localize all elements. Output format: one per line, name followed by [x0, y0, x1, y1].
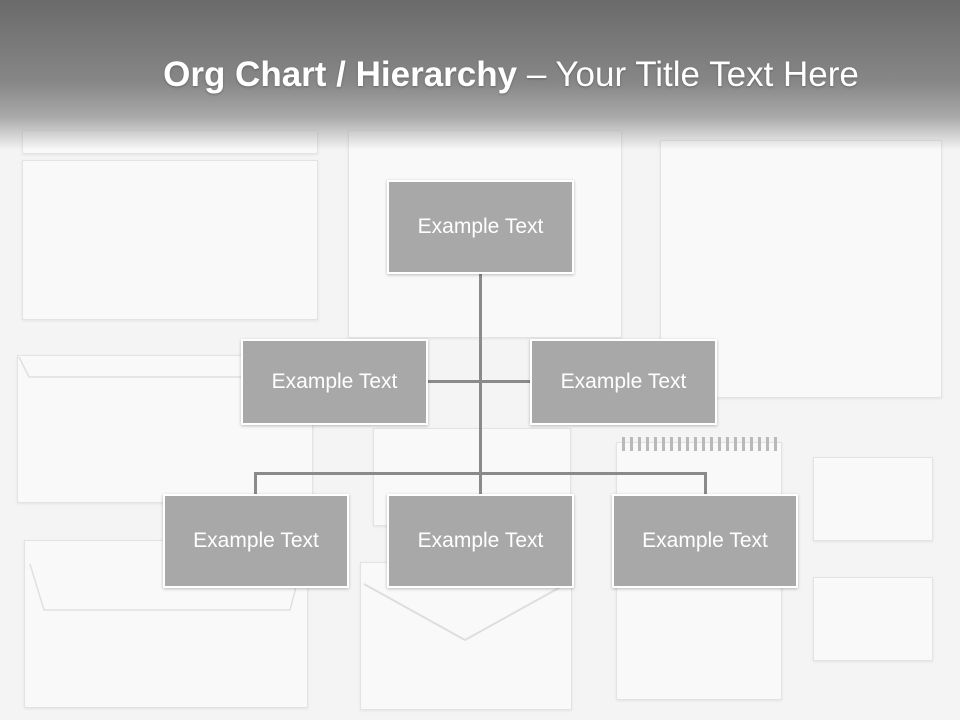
title-bold: Org Chart / Hierarchy — [163, 55, 518, 94]
slide-title: Org Chart / Hierarchy – Your Title Text … — [0, 52, 960, 98]
notepad-spiral — [622, 437, 778, 451]
org-node-bottom-center[interactable]: Example Text — [387, 494, 574, 588]
org-node-mid-right[interactable]: Example Text — [530, 339, 717, 425]
connector-trunk — [479, 272, 482, 494]
envelope-flap — [363, 583, 567, 642]
business-card-bottom — [813, 577, 933, 661]
paper-sheet-left — [22, 160, 318, 320]
title-rest: Your Title Text Here — [555, 55, 859, 94]
header-band — [0, 0, 960, 150]
connector-mid-horizontal — [427, 380, 532, 383]
org-node-bottom-right[interactable]: Example Text — [612, 494, 798, 588]
title-separator: – — [517, 55, 556, 94]
org-node-mid-left[interactable]: Example Text — [241, 339, 428, 425]
connector-bottom-left-drop — [254, 472, 257, 496]
connector-bottom-right-drop — [704, 472, 707, 496]
org-node-bottom-left[interactable]: Example Text — [163, 494, 349, 588]
org-node-top[interactable]: Example Text — [387, 180, 574, 274]
business-card-top — [813, 457, 933, 541]
connector-bottom-horizontal — [254, 472, 707, 475]
